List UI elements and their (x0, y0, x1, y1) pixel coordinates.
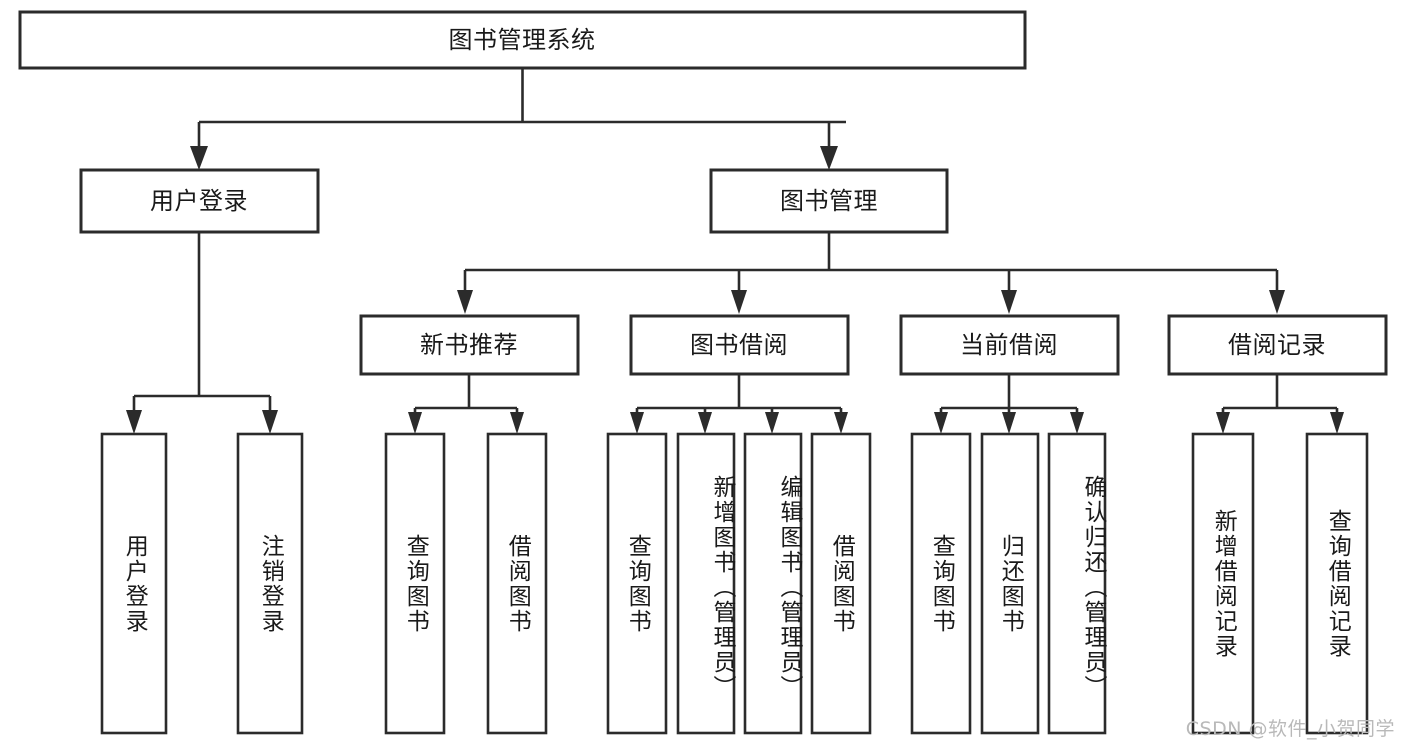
node-leaf-borrow-book-2-box[interactable] (810, 432, 872, 735)
node-borrow-record[interactable]: 借阅记录 (1167, 314, 1388, 376)
node-user-login[interactable]: 用户登录 (79, 168, 320, 234)
node-borrow-record-label: 借阅记录 (1228, 331, 1326, 359)
arrow-to-leaf-return-book (1002, 412, 1016, 434)
arrow-to-leaf-query-record (1330, 412, 1344, 434)
node-leaf-edit-book-box[interactable] (743, 432, 803, 735)
node-leaf-query-book-3-box[interactable] (910, 432, 972, 735)
node-leaf-confirm-return-box[interactable] (1047, 432, 1107, 735)
arrow-to-borrow-record (1269, 290, 1285, 314)
node-root-label: 图书管理系统 (449, 26, 596, 54)
arrow-to-leaf-add-book (698, 412, 712, 434)
node-leaf-user-logout-box[interactable] (236, 432, 304, 735)
node-current-borrow-label: 当前借阅 (960, 331, 1058, 359)
arrow-to-book-borrow (731, 290, 747, 314)
arrow-to-leaf-borrow-book-1 (510, 412, 524, 434)
arrow-to-new-book-rec (457, 290, 473, 314)
arrow-to-leaf-query-book-2 (630, 412, 644, 434)
arrow-to-leaf-confirm-return (1070, 412, 1084, 434)
csdn-watermark: CSDN @软件_小贺同学 (1185, 718, 1395, 740)
arrow-to-user-login (190, 146, 208, 170)
node-book-borrow[interactable]: 图书借阅 (629, 314, 850, 376)
node-borrow-record-box[interactable] (1167, 314, 1388, 376)
node-current-borrow-box[interactable] (899, 314, 1120, 376)
node-user-login-label: 用户登录 (150, 187, 248, 215)
arrow-to-leaf-user-logout (262, 410, 278, 434)
arrow-to-leaf-edit-book (765, 412, 779, 434)
arrow-to-leaf-query-book-1 (408, 412, 422, 434)
arrow-to-leaf-user-login (126, 410, 142, 434)
node-current-borrow[interactable]: 当前借阅 (899, 314, 1120, 376)
arrow-to-leaf-query-book-3 (934, 412, 948, 434)
arrow-to-leaf-add-record (1216, 412, 1230, 434)
node-book-borrow-box[interactable] (629, 314, 850, 376)
node-root[interactable]: 图书管理系统 (18, 10, 1027, 70)
node-leaf-query-record-box[interactable] (1305, 432, 1369, 735)
arrow-to-leaf-borrow-book-2 (834, 412, 848, 434)
node-leaf-query-book-1-box[interactable] (384, 432, 446, 735)
arrow-to-current-borrow (1001, 290, 1017, 314)
node-leaf-return-book-box[interactable] (980, 432, 1040, 735)
node-leaf-add-record-box[interactable] (1191, 432, 1255, 735)
node-leaf-query-book-2-box[interactable] (606, 432, 668, 735)
node-book-borrow-label: 图书借阅 (690, 331, 788, 359)
node-leaf-borrow-book-1-box[interactable] (486, 432, 548, 735)
node-new-book-rec-label: 新书推荐 (420, 331, 518, 359)
node-book-manage-label: 图书管理 (780, 187, 878, 215)
node-new-book-rec-box[interactable] (359, 314, 580, 376)
arrow-to-book-manage (820, 146, 838, 170)
node-leaf-add-book-box[interactable] (676, 432, 736, 735)
connector-layer (126, 68, 1344, 434)
node-book-manage[interactable]: 图书管理 (709, 168, 949, 234)
node-new-book-rec[interactable]: 新书推荐 (359, 314, 580, 376)
node-book-manage-box[interactable] (709, 168, 949, 234)
node-leaf-user-login-box[interactable] (100, 432, 168, 735)
node-root-box[interactable] (18, 10, 1027, 70)
node-user-login-box[interactable] (79, 168, 320, 234)
